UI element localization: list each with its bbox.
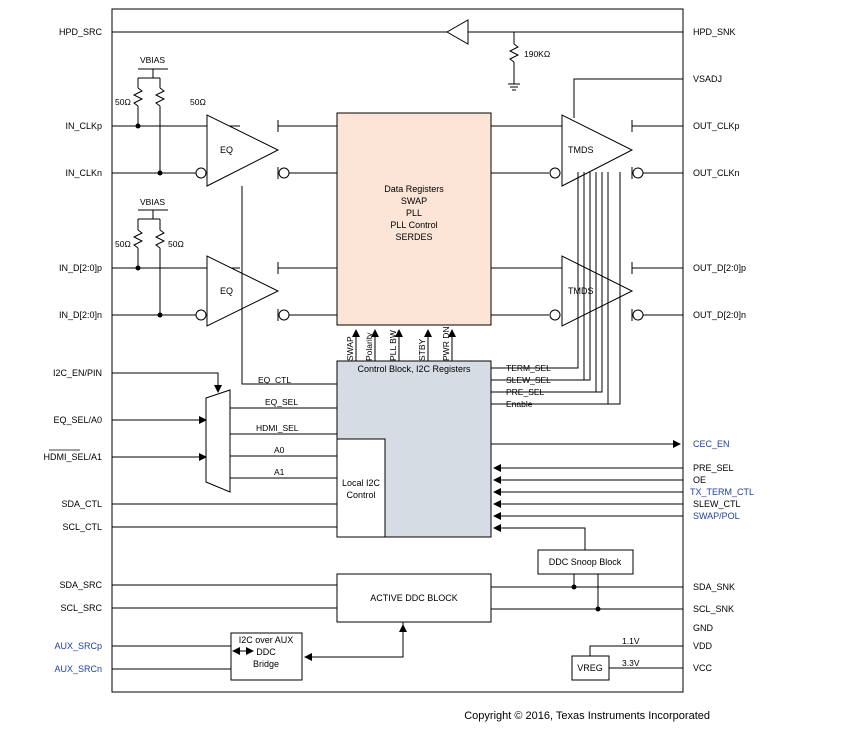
- pin-out-clkp: OUT_CLKp: [693, 121, 740, 131]
- pin-hdmi-sel: HDMI_SEL/A1: [43, 452, 102, 462]
- r50-label-d: 50Ω: [168, 239, 184, 249]
- pin-in-dn: IN_D[2:0]n: [59, 310, 102, 320]
- supply-3v3: 3.3V: [622, 658, 640, 668]
- pin-sda-snk: SDA_SNK: [693, 582, 735, 592]
- sig-eq-sel: EQ_SEL: [265, 397, 298, 407]
- sig-enable: Enable: [506, 399, 533, 409]
- pin-slew-ctl: SLEW_CTL: [693, 499, 741, 509]
- sig-a1: A1: [274, 467, 285, 477]
- pin-eq-sel: EQ_SEL/A0: [53, 415, 102, 425]
- vreg-block: VREG 1.1V 3.3V: [571, 636, 683, 681]
- sig-polarity: Polarity: [364, 332, 374, 361]
- data-registers-pll-control: PLL Control: [390, 220, 437, 230]
- pin-aux-srcn: AUX_SRCn: [54, 664, 102, 674]
- pin-aux-srcp: AUX_SRCp: [54, 641, 102, 651]
- local-i2c-block: [336, 438, 386, 538]
- eq-ctl-wire: [241, 186, 337, 385]
- r190k-label: 190KΩ: [524, 49, 550, 59]
- pin-pre-sel: PRE_SEL: [693, 463, 734, 473]
- active-ddc-block: ACTIVE DDC BLOCK: [112, 573, 683, 623]
- vertical-control-arrows: SWAP Polarity PLL BW STBY PWR DN: [345, 327, 456, 361]
- sig-hdmi-sel: HDMI_SEL: [256, 423, 299, 433]
- active-ddc-label: ACTIVE DDC BLOCK: [370, 593, 458, 603]
- i2c-aux-line2: DDC: [256, 647, 276, 657]
- mux-network: EQ_SEL HDMI_SEL A0 A1: [112, 372, 337, 493]
- eq-data-label: EQ: [220, 286, 233, 296]
- sig-a0: A0: [274, 445, 285, 455]
- data-registers-swap: SWAP: [401, 196, 427, 206]
- r50-label-c: 50Ω: [115, 239, 131, 249]
- eq-clk-amplifier: EQ: [195, 114, 337, 187]
- eq-clk-label: EQ: [220, 145, 233, 155]
- pin-scl-snk: SCL_SNK: [693, 604, 734, 614]
- pin-out-dp: OUT_D[2:0]p: [693, 263, 746, 273]
- ddc-snoop-label: DDC Snoop Block: [549, 557, 622, 567]
- pin-scl-ctl: SCL_CTL: [62, 522, 102, 532]
- control-fanout: TERM_SEL SLEW_SEL PRE_SEL Enable: [491, 172, 621, 409]
- copyright-note: Copyright © 2016, Texas Instruments Inco…: [464, 710, 710, 722]
- right-control-inputs: [491, 440, 683, 550]
- data-registers-title: Data Registers: [384, 184, 444, 194]
- sig-stby: STBY: [417, 338, 427, 361]
- eq-data-amplifier: EQ: [195, 255, 337, 327]
- sig-pwr-dn: PWR DN: [441, 327, 451, 361]
- data-registers-serdes: SERDES: [395, 232, 432, 242]
- i2c-aux-line1: I2C over AUX: [239, 635, 294, 645]
- vsadj-wire: [573, 78, 683, 118]
- tmds-data-label: TMDS: [568, 286, 594, 296]
- hpd-path: [112, 19, 683, 91]
- sig-slew-sel: SLEW_SEL: [506, 375, 551, 385]
- sig-term-sel: TERM_SEL: [506, 363, 551, 373]
- tmds-clk-label: TMDS: [568, 145, 594, 155]
- local-i2c-line1: Local I2C: [342, 478, 381, 488]
- pin-in-dp: IN_D[2:0]p: [59, 263, 102, 273]
- supply-1v1: 1.1V: [622, 636, 640, 646]
- vbias-label-1: VBIAS: [140, 55, 165, 65]
- tmds-clk-driver: TMDS: [491, 114, 683, 187]
- pin-scl-src: SCL_SRC: [60, 603, 102, 613]
- pin-oe: OE: [693, 475, 706, 485]
- i2c-aux-line3: Bridge: [253, 659, 279, 669]
- pin-out-dn: OUT_D[2:0]n: [693, 310, 746, 320]
- pin-vdd: VDD: [693, 641, 713, 651]
- pin-sda-src: SDA_SRC: [59, 580, 102, 590]
- tmds-data-driver: TMDS: [491, 255, 683, 327]
- local-i2c-line2: Control: [346, 490, 375, 500]
- chip-outline: [111, 8, 684, 693]
- sig-pll-bw: PLL BW: [388, 330, 398, 361]
- pin-swap-pol: SWAP/POL: [693, 511, 740, 521]
- sig-swap: SWAP: [345, 336, 355, 361]
- pin-tx-term-ctl: TX_TERM_CTL: [690, 487, 754, 497]
- pin-out-clkn: OUT_CLKn: [693, 168, 740, 178]
- vreg-label: VREG: [577, 663, 603, 673]
- sig-pre-sel: PRE_SEL: [506, 387, 545, 397]
- vbias-label-2: VBIAS: [140, 197, 165, 207]
- i2c-over-aux-block: I2C over AUX DDC Bridge: [112, 622, 407, 681]
- control-block-title: Control Block, I2C Registers: [357, 364, 471, 374]
- pin-hpd-src: HPD_SRC: [59, 27, 103, 37]
- pin-vcc: VCC: [693, 663, 713, 673]
- data-registers-block: Data Registers SWAP PLL PLL Control SERD…: [336, 112, 492, 326]
- pin-i2c-en: I2C_EN/PIN: [53, 368, 102, 378]
- pin-gnd: GND: [693, 623, 714, 633]
- pin-vsadj: VSADJ: [693, 74, 722, 84]
- r50-label-a: 50Ω: [115, 97, 131, 107]
- pin-in-clkp: IN_CLKp: [65, 121, 102, 131]
- data-registers-pll: PLL: [406, 208, 422, 218]
- pin-sda-ctl: SDA_CTL: [61, 499, 102, 509]
- pin-in-clkn: IN_CLKn: [65, 168, 102, 178]
- sig-eq-ctl: EQ_CTL: [258, 375, 291, 385]
- pin-hpd-snk: HPD_SNK: [693, 27, 736, 37]
- ddc-snoop-block: DDC Snoop Block: [537, 549, 634, 612]
- control-block: Control Block, I2C Registers Local I2C C…: [258, 360, 492, 538]
- pin-cec-en: CEC_EN: [693, 439, 730, 449]
- r50-label-b: 50Ω: [190, 97, 206, 107]
